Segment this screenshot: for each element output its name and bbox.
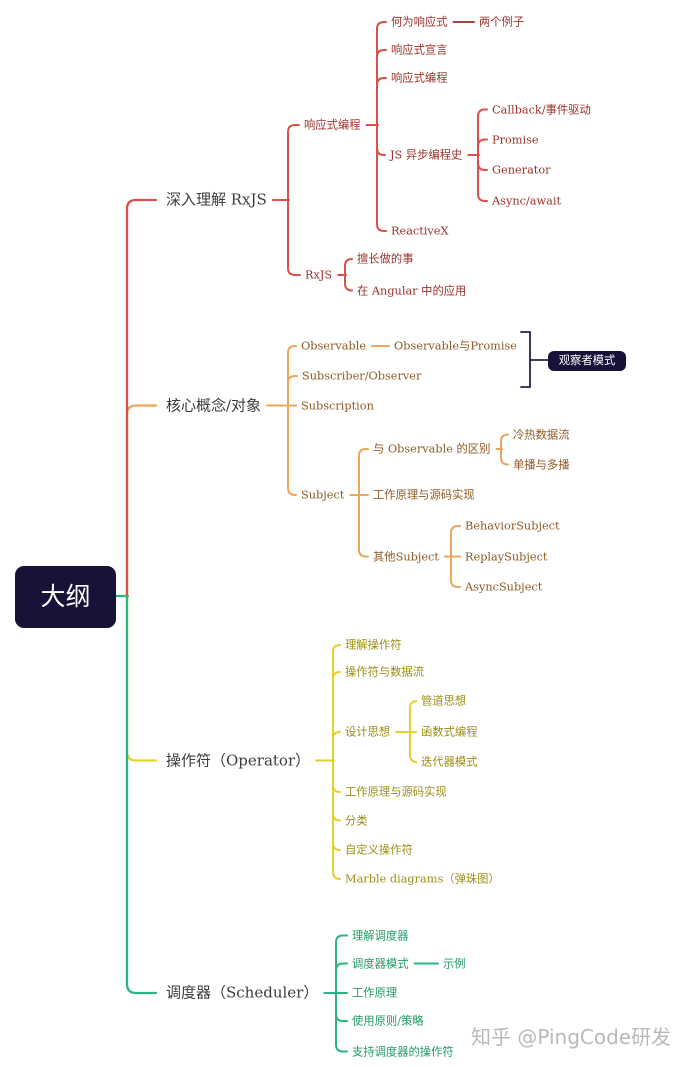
node-understanding-scheduler[interactable]: 理解调度器 <box>352 928 409 942</box>
node-subject[interactable]: Subject <box>301 488 345 502</box>
node-subscription[interactable]: Subscription <box>301 398 374 412</box>
node-operator-internals[interactable]: 工作原理与源码实现 <box>345 785 447 799</box>
node-unicast-multicast[interactable]: 单播与多播 <box>513 457 570 471</box>
node-what-is-reactive[interactable]: 何为响应式 <box>391 15 448 29</box>
node-pipeline-idea[interactable]: 管道思想 <box>421 694 467 708</box>
node-async-subject[interactable]: AsyncSubject <box>465 580 543 594</box>
node-core-concepts[interactable]: 核心概念/对象 <box>166 396 262 414</box>
node-two-examples[interactable]: 两个例子 <box>479 15 525 29</box>
node-marble-diagrams[interactable]: Marble diagrams（弹珠图） <box>345 872 500 886</box>
node-callback-event-driven[interactable]: Callback/事件驱动 <box>492 102 591 116</box>
node-observable-vs-promise[interactable]: Observable与Promise <box>394 339 517 353</box>
node-usage-principles[interactable]: 使用原则/策略 <box>352 1014 424 1028</box>
node-generator[interactable]: Generator <box>492 163 551 177</box>
node-subject-internals[interactable]: 工作原理与源码实现 <box>373 488 475 502</box>
node-what-rxjs-good-at[interactable]: 擅长做的事 <box>357 252 414 266</box>
node-scheduler-pattern[interactable]: 调度器模式 <box>352 956 409 970</box>
node-rxjs-in-angular[interactable]: 在 Angular 中的应用 <box>357 283 467 297</box>
root-node-outline[interactable]: 大纲 <box>15 565 116 628</box>
node-reactivex[interactable]: ReactiveX <box>391 224 449 238</box>
node-js-async-history[interactable]: JS 异步编程史 <box>390 148 463 162</box>
node-rxjs[interactable]: RxJS <box>305 268 333 282</box>
node-reactive-programming-2[interactable]: 响应式编程 <box>391 71 448 85</box>
node-observable[interactable]: Observable <box>301 339 367 353</box>
node-subject-vs-observable[interactable]: 与 Observable 的区别 <box>373 442 491 456</box>
node-understanding-operators[interactable]: 理解操作符 <box>345 638 402 652</box>
node-categories[interactable]: 分类 <box>345 813 368 827</box>
node-example[interactable]: 示例 <box>443 956 466 970</box>
node-deep-understanding-rxjs[interactable]: 深入理解 RxJS <box>166 190 267 209</box>
node-promise[interactable]: Promise <box>492 132 539 146</box>
zhihu-watermark: 知乎 @PingCode研发 <box>471 1025 672 1049</box>
node-design-philosophy[interactable]: 设计思想 <box>345 725 391 739</box>
node-scheduler[interactable]: 调度器（Scheduler） <box>166 983 319 1002</box>
node-behavior-subject[interactable]: BehaviorSubject <box>465 519 560 533</box>
node-custom-operators[interactable]: 自定义操作符 <box>345 843 413 857</box>
node-operators[interactable]: 操作符（Operator） <box>166 751 311 769</box>
node-subscriber-observer[interactable]: Subscriber/Observer <box>302 369 422 383</box>
node-async-await[interactable]: Async/await <box>492 194 562 208</box>
node-iterator-pattern[interactable]: 迭代器模式 <box>421 755 478 769</box>
node-operators-supporting-scheduler[interactable]: 支持调度器的操作符 <box>352 1044 454 1058</box>
node-cold-hot-streams[interactable]: 冷热数据流 <box>513 427 570 441</box>
observer-pattern-badge[interactable]: 观察者模式 <box>548 351 626 371</box>
node-functional-programming[interactable]: 函数式编程 <box>421 725 478 739</box>
node-replay-subject[interactable]: ReplaySubject <box>465 549 548 563</box>
node-operators-and-streams[interactable]: 操作符与数据流 <box>345 665 425 679</box>
node-other-subjects[interactable]: 其他Subject <box>373 549 439 563</box>
node-scheduler-internals[interactable]: 工作原理 <box>352 986 398 1000</box>
node-reactive-manifesto[interactable]: 响应式宣言 <box>391 43 448 57</box>
node-reactive-programming[interactable]: 响应式编程 <box>304 118 361 132</box>
